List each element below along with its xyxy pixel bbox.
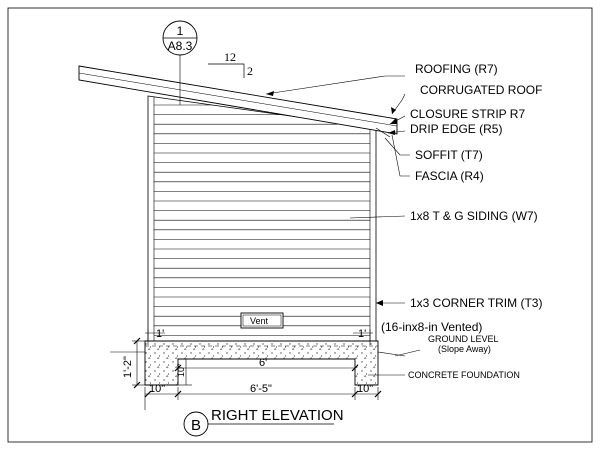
dim-right-trim: 1' bbox=[358, 328, 366, 340]
callout-corner-trim: 1x3 CORNER TRIM (T3) bbox=[410, 296, 542, 310]
shed-wall bbox=[147, 95, 377, 342]
dim-right-footing-width: 10" bbox=[357, 383, 373, 395]
callout-roofing: ROOFING (R7) bbox=[415, 62, 498, 76]
callout-vent-note: (16-inx8-in Vented) bbox=[381, 320, 482, 334]
callout-soffit: SOFFIT (T7) bbox=[415, 148, 483, 162]
title-marker: B bbox=[191, 417, 201, 434]
dim-left-footing-width: 10" bbox=[149, 383, 165, 395]
vent: Vent bbox=[240, 312, 284, 329]
dimension-ticks bbox=[133, 337, 382, 398]
concrete-foundation bbox=[144, 340, 379, 386]
siding-boards bbox=[154, 104, 370, 336]
drawing-title: B RIGHT ELEVATION bbox=[183, 407, 344, 437]
detail-number: 1 bbox=[177, 24, 184, 38]
callout-siding: 1x8 T & G SIDING (W7) bbox=[410, 209, 538, 223]
leader-lines bbox=[265, 75, 421, 376]
ground-line bbox=[110, 351, 406, 357]
dim-left-trim: 1' bbox=[156, 328, 164, 340]
detail-sheet: A8.3 bbox=[168, 39, 193, 53]
callout-corrugated-roof: CORRUGATED ROOF bbox=[420, 83, 542, 97]
callout-ground-slope: (Slope Away) bbox=[438, 344, 491, 354]
dimension-lines bbox=[132, 329, 379, 410]
dim-overall-span: 6'-5" bbox=[250, 383, 272, 395]
leader-arrows bbox=[266, 91, 397, 306]
dim-footing-height: 1'-2" bbox=[122, 356, 134, 378]
callout-closure-strip: CLOSURE STRIP R7 bbox=[410, 107, 525, 121]
roof bbox=[78, 65, 398, 138]
title-text: RIGHT ELEVATION bbox=[211, 407, 344, 424]
detail-callout: 1 A8.3 bbox=[162, 20, 198, 105]
slope-rise: 2 bbox=[247, 64, 253, 78]
callout-ground-level: GROUND LEVEL bbox=[428, 334, 499, 344]
roof-slope-indicator: 12 2 bbox=[208, 50, 253, 78]
callout-foundation: CONCRETE FOUNDATION bbox=[408, 370, 520, 380]
dim-inner-span: 6' bbox=[259, 357, 267, 369]
vent-label: Vent bbox=[250, 316, 269, 326]
dim-footing-inner: 10" bbox=[176, 364, 186, 377]
callout-drip-edge: DRIP EDGE (R5) bbox=[410, 122, 502, 136]
slope-run: 12 bbox=[224, 50, 236, 64]
sheet-border bbox=[7, 7, 593, 443]
callout-fascia: FASCIA (R4) bbox=[415, 169, 484, 183]
